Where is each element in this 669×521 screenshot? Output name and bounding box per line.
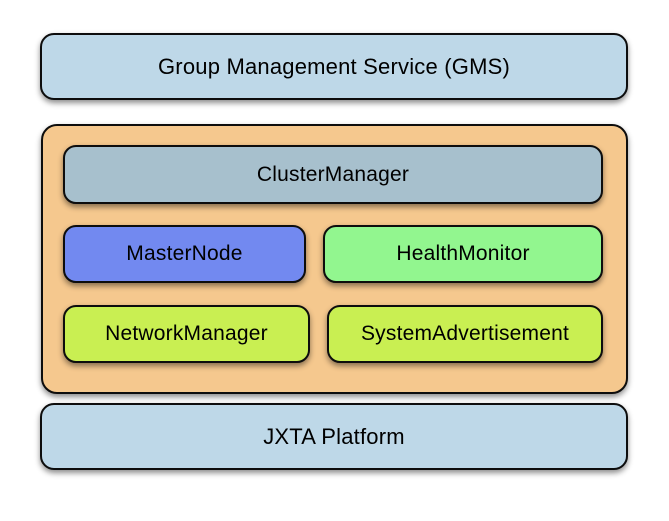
component-system-advertisement: SystemAdvertisement [327,305,603,363]
component-health-monitor-label: HealthMonitor [396,242,530,265]
component-cluster-manager: ClusterManager [63,145,603,204]
component-master-node: MasterNode [63,225,306,283]
component-master-node-label: MasterNode [126,242,243,265]
component-network-manager-label: NetworkManager [105,322,268,345]
layer-group-management-service: Group Management Service (GMS) [40,33,628,100]
component-network-manager: NetworkManager [63,305,310,363]
component-cluster-manager-label: ClusterManager [256,162,410,186]
component-health-monitor: HealthMonitor [323,225,603,283]
layer-group-management-service-label: Group Management Service (GMS) [157,53,511,79]
layer-jxta-platform: JXTA Platform [40,403,628,470]
layer-jxta-platform-label: JXTA Platform [263,423,405,449]
component-system-advertisement-label: SystemAdvertisement [360,322,570,345]
